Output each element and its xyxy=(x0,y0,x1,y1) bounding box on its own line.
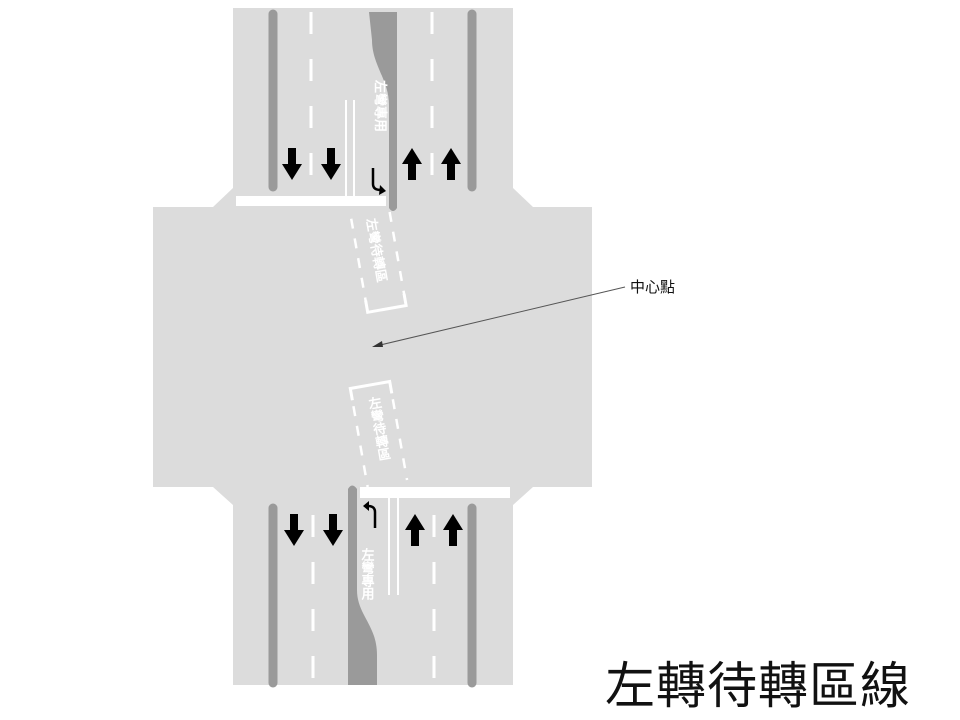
left-turn-arrowhead-icon xyxy=(363,501,369,511)
left-turn-arrowhead-icon xyxy=(379,185,386,195)
center-point-arrowhead-icon xyxy=(372,341,383,347)
diagram-title: 左轉待轉區線 xyxy=(605,657,911,715)
marking-left-turn-only-top: 左彎專用 xyxy=(372,80,388,132)
center-point-leader-line xyxy=(375,286,626,347)
center-point-label: 中心點 xyxy=(630,278,676,296)
left-turn-arrow-icon xyxy=(371,168,382,192)
road-surface xyxy=(153,8,592,685)
left-turn-arrow-icon xyxy=(367,504,377,528)
stop-line-bottom xyxy=(360,487,510,498)
marking-left-turn-only-bottom: 左彎專用 xyxy=(359,547,376,601)
median-top xyxy=(369,12,397,211)
stop-line-top xyxy=(236,196,386,206)
median-bottom xyxy=(348,485,377,685)
